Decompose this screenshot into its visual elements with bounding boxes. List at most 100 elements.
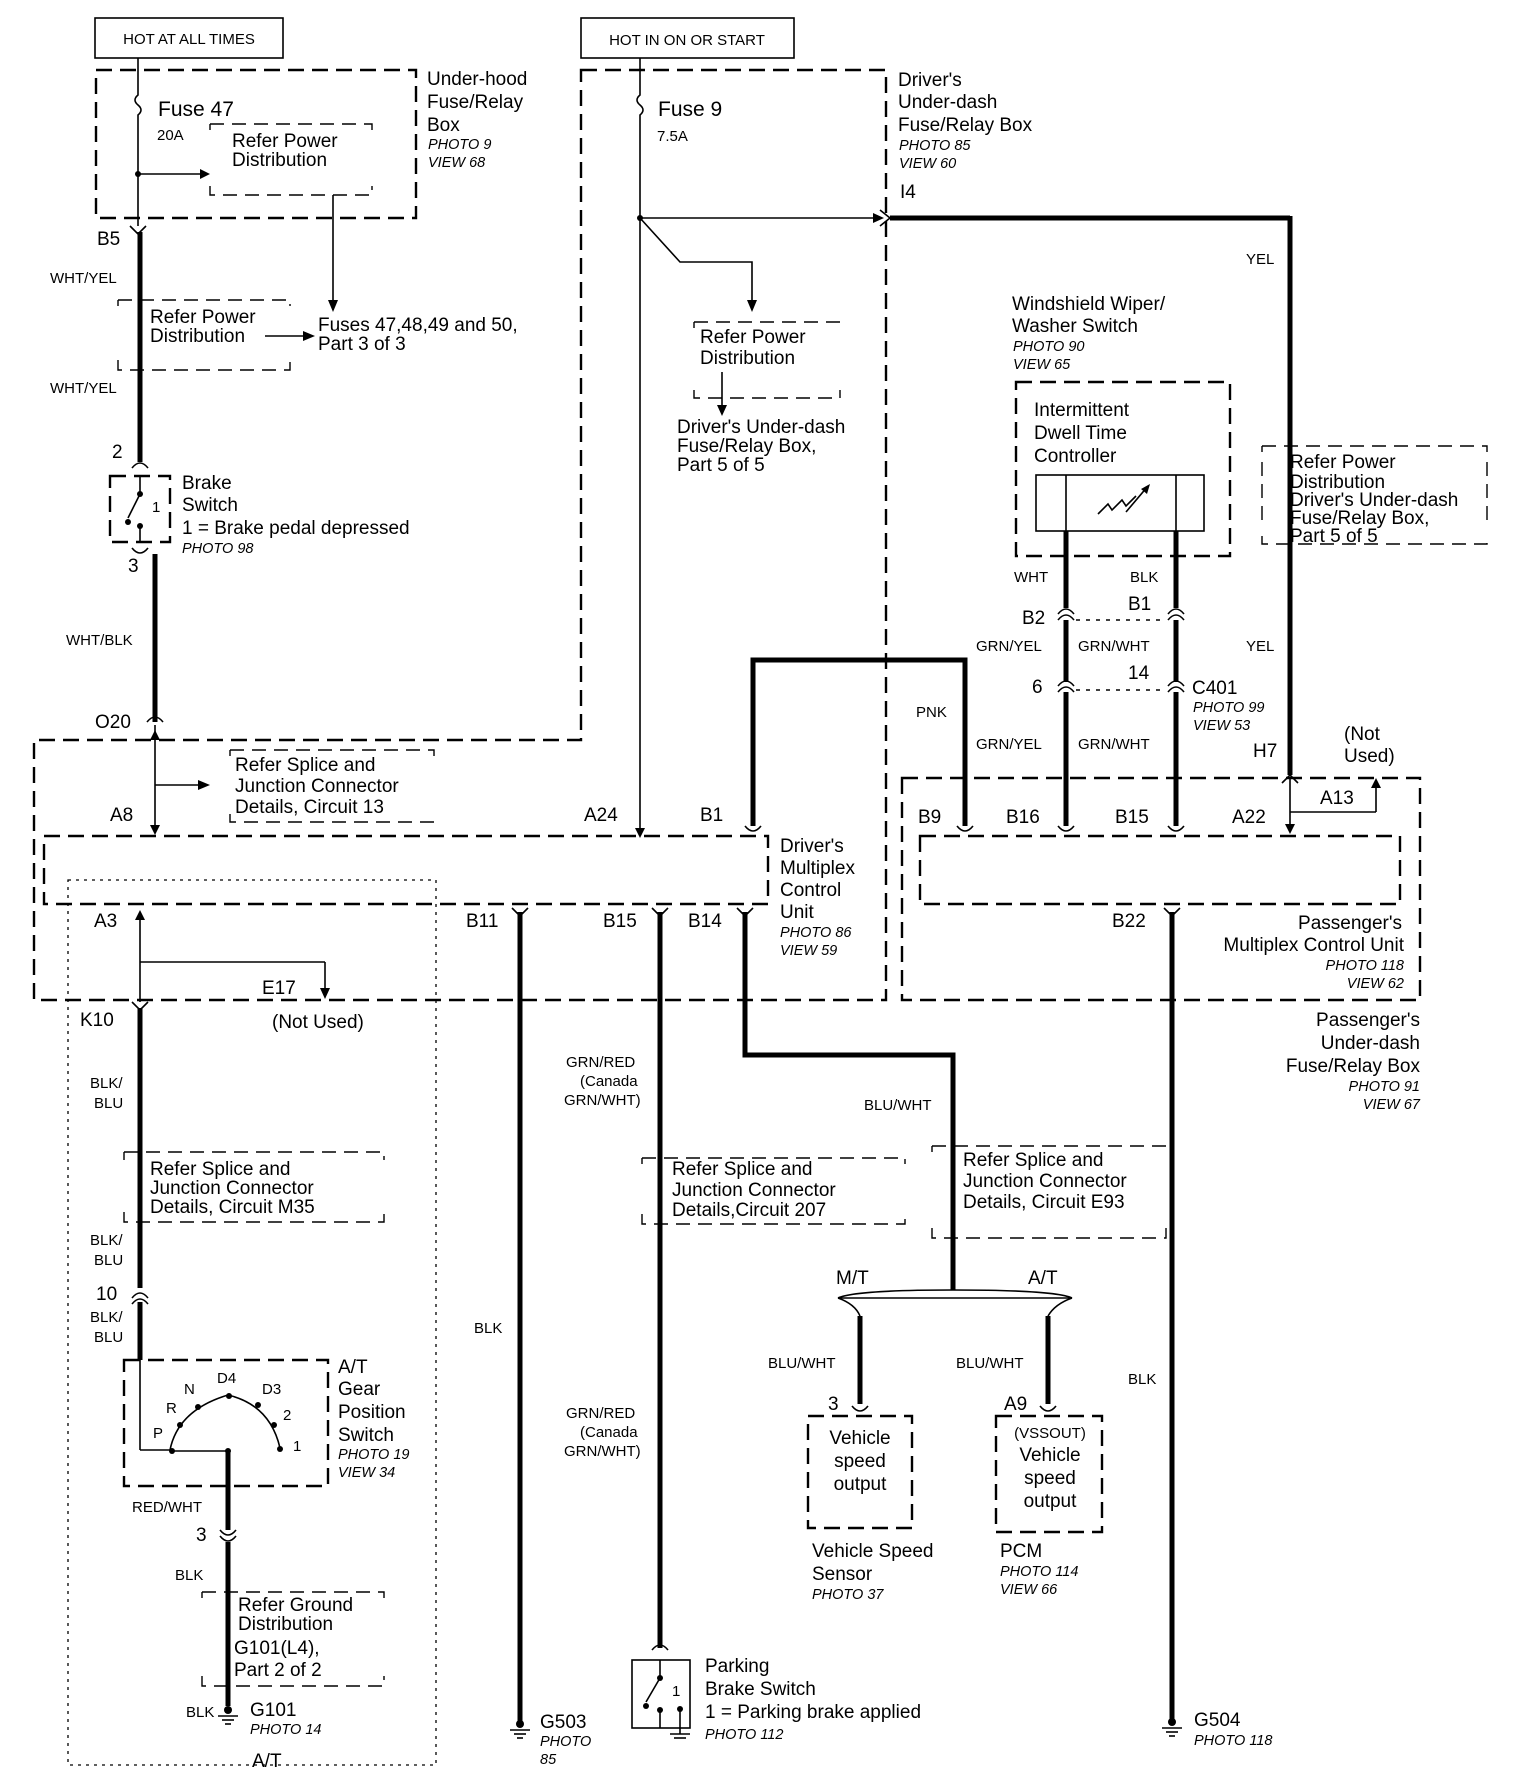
pin-6: 6 [1032, 677, 1043, 698]
pcm-photo: PHOTO 114 [1000, 1564, 1078, 1580]
wiper-photo: PHOTO 90 [1013, 339, 1084, 355]
refer-right-line1: Refer Power [1290, 452, 1396, 473]
g504-photo: PHOTO 118 [1194, 1733, 1272, 1749]
vss-name2: Sensor [812, 1564, 873, 1585]
pcm-box-line4: output [1024, 1491, 1078, 1512]
gear-switch-name4: Switch [338, 1425, 394, 1446]
fuse9-target-line1: Driver's Under-dash [677, 417, 845, 438]
pin-b15: B15 [603, 911, 637, 932]
wire-grn-red-2a: GRN/RED [566, 1405, 635, 1422]
wiper-name1: Windshield Wiper/ [1012, 294, 1166, 315]
brake-switch-photo: PHOTO 98 [182, 541, 253, 557]
pin-b11: B11 [466, 911, 498, 932]
pin-b5: B5 [97, 229, 120, 250]
fuse9-refer-line1: Refer Power [700, 327, 806, 348]
gear-1: 1 [293, 1438, 301, 1455]
vehicle-speed-sensor: 3 Vehicle speed output Vehicle Speed Sen… [806, 1394, 934, 1603]
pass-mcu-name2: Multiplex Control Unit [1223, 935, 1404, 956]
refer-right-line2: Distribution [1290, 472, 1385, 493]
g504-label: G504 [1194, 1710, 1241, 1731]
parking-state: 1 = Parking brake applied [705, 1702, 921, 1723]
driver-multiplex-control-unit: Driver's Multiplex Control Unit PHOTO 86… [42, 834, 855, 959]
wire-label-blk-g101: BLK [186, 1704, 214, 1721]
splicem35-line3: Details, Circuit M35 [150, 1197, 315, 1218]
pcm-module: A9 (VSSOUT) Vehicle speed output PCM PHO… [994, 1394, 1104, 1598]
underhood-box-line2: Fuse/Relay [427, 92, 524, 113]
pin-3-gear: 3 [196, 1525, 207, 1546]
wire-label-wht: WHT [1014, 569, 1048, 586]
vss-photo: PHOTO 37 [812, 1587, 884, 1603]
pin-a3: A3 [94, 911, 117, 932]
driver-mcu-name4: Unit [780, 902, 815, 923]
refer-right-line3: Driver's Under-dash [1290, 490, 1458, 511]
pin-e17: E17 [262, 978, 296, 999]
wire-label-wht-yel-1: WHT/YEL [50, 270, 117, 287]
ground-ref-line1: Refer Ground [238, 1595, 353, 1616]
pin-a13: A13 [1320, 788, 1354, 809]
pin-b15-pass: B15 [1115, 807, 1149, 828]
fuses-ref-line1: Fuses 47,48,49 and 50, [318, 315, 518, 336]
splice207-line3: Details,Circuit 207 [672, 1200, 826, 1221]
pass-mcu-view: VIEW 62 [1347, 976, 1404, 992]
wire-blk-blu-2a: BLK/ [90, 1232, 123, 1249]
windshield-wiper-washer-switch: Windshield Wiper/ Washer Switch PHOTO 90… [1012, 294, 1232, 558]
e17-not-used: (Not Used) [272, 1012, 364, 1033]
pin-10: 10 [96, 1284, 117, 1305]
splice13-line1: Refer Splice and [235, 755, 375, 776]
fuse-9-label: Fuse 9 [658, 98, 722, 121]
splicee93-line2: Junction Connector [963, 1171, 1127, 1192]
vss-box-line3: output [834, 1474, 888, 1495]
controller-line2: Dwell Time [1034, 423, 1127, 444]
wire-label-blu-wht-main: BLU/WHT [864, 1097, 932, 1114]
splicem35-line2: Junction Connector [150, 1178, 314, 1199]
splice207-line2: Junction Connector [672, 1180, 836, 1201]
driver-box-line2: Under-dash [898, 92, 997, 113]
pin-b14: B14 [688, 911, 722, 932]
pass-mcu-name1: Passenger's [1298, 913, 1402, 934]
wire-blk-blu-2b: BLU [94, 1252, 123, 1269]
pin-b9: B9 [918, 807, 941, 828]
underhood-fuse-box: Fuse 47 20A Refer Power Distribution Und… [94, 68, 527, 220]
ground-g503-icon [510, 1720, 530, 1739]
pass-box-view: VIEW 67 [1363, 1097, 1421, 1113]
wire-label-yel-2: YEL [1246, 638, 1274, 655]
pin-a24: A24 [584, 805, 618, 826]
wire-grn-red-1c: GRN/WHT) [564, 1092, 641, 1109]
wire-label-blk-b22: BLK [1128, 1371, 1156, 1388]
gear-switch-photo: PHOTO 19 [338, 1447, 409, 1463]
wire-blk-blu-1b: BLU [94, 1095, 123, 1112]
wire-pnk [750, 657, 968, 826]
passenger-multiplex-control-unit [918, 834, 1402, 906]
splicem35-line1: Refer Splice and [150, 1159, 290, 1180]
vss-box-line1: Vehicle [829, 1428, 890, 1449]
parking-contact-label: 1 [672, 1683, 680, 1700]
brake-contact-label: 1 [152, 499, 160, 516]
pcm-pin-a9: A9 [1004, 1394, 1027, 1415]
a13-not-used-1: (Not [1344, 724, 1381, 745]
wire-blk-blu-1a: BLK/ [90, 1075, 123, 1092]
c401-photo: PHOTO 99 [1193, 700, 1264, 716]
wire-label-grn-yel-2: GRN/YEL [976, 736, 1042, 753]
driver-mcu-name3: Control [780, 880, 841, 901]
ground-ref-line4: Part 2 of 2 [234, 1660, 322, 1681]
wire-grn-red-2c: GRN/WHT) [564, 1443, 641, 1460]
ground-ref-line2: Distribution [238, 1614, 333, 1635]
gear-2: 2 [283, 1407, 291, 1424]
pass-mcu-photo: PHOTO 118 [1326, 958, 1404, 974]
wire-label-grn-yel-1: GRN/YEL [976, 638, 1042, 655]
pin-k10: K10 [80, 1010, 114, 1031]
gear-n: N [184, 1381, 195, 1398]
fuses-ref-line2: Part 3 of 3 [318, 334, 406, 355]
at-label: A/T [1028, 1268, 1058, 1289]
wire-grn-red-1b: (Canada [580, 1073, 638, 1090]
variable-resistor-icon [1097, 495, 1137, 515]
gear-d4: D4 [217, 1370, 236, 1387]
refer-power-left-line2: Distribution [150, 326, 245, 347]
vss-name1: Vehicle Speed [812, 1541, 934, 1562]
pass-box-photo: PHOTO 91 [1349, 1079, 1420, 1095]
mt-label: M/T [836, 1268, 869, 1289]
gear-p: P [153, 1425, 163, 1442]
parking-name1: Parking [705, 1656, 769, 1677]
c401-view: VIEW 53 [1193, 718, 1250, 734]
